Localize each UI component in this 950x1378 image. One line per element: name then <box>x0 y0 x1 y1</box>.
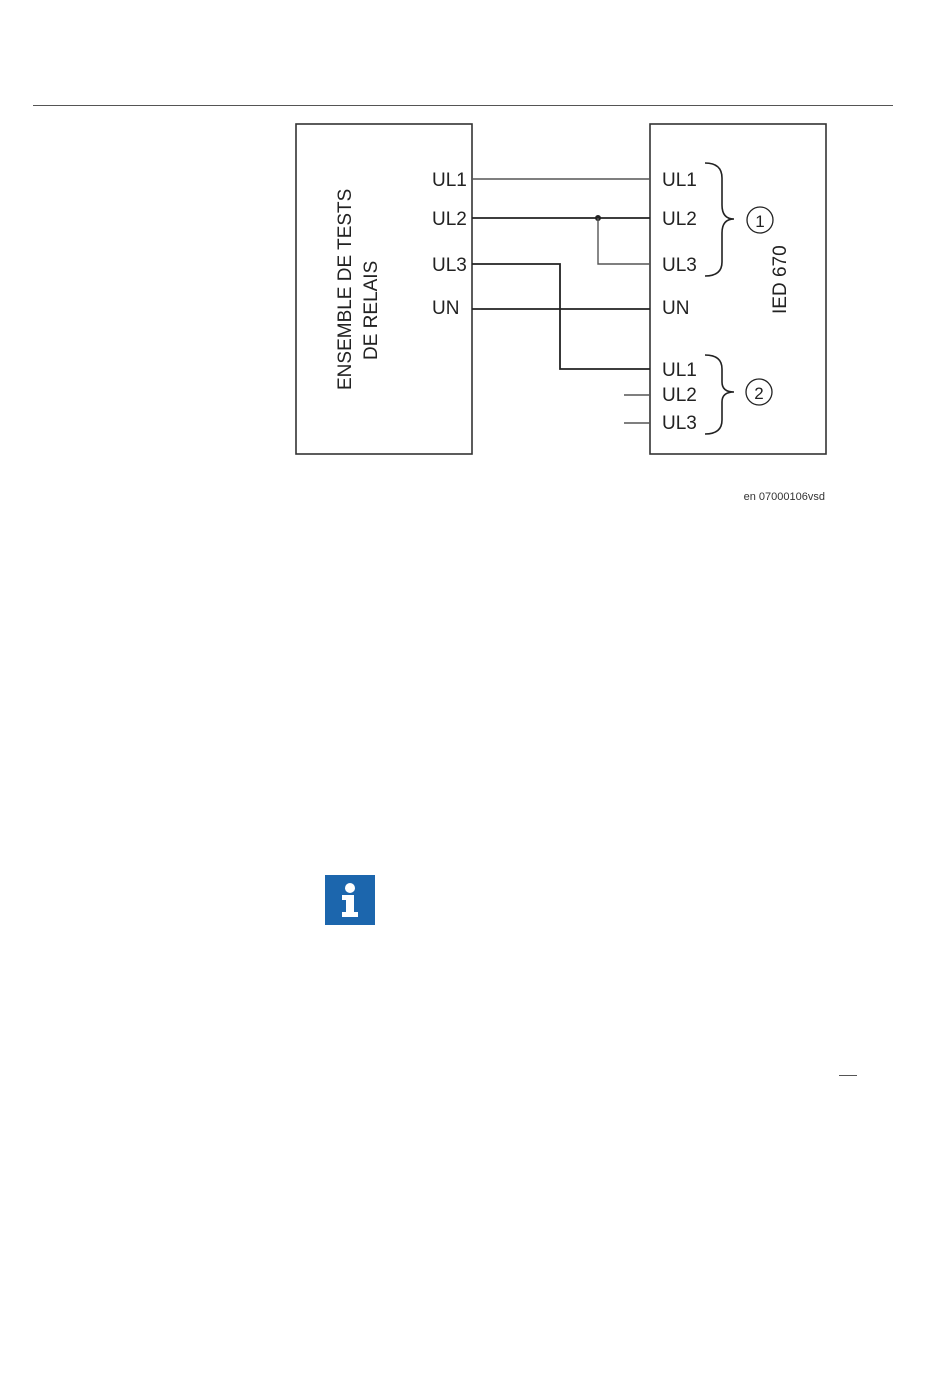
ied-group2-ul1: UL1 <box>662 360 697 381</box>
test-set-terminal-ul1: UL1 <box>432 170 467 191</box>
wiring-diagram: ENSEMBLE DE TESTS DE RELAIS UL1 UL2 UL3 … <box>0 0 950 520</box>
callout-number-2: 2 <box>754 384 763 403</box>
test-set-label-line2: DE RELAIS <box>361 261 382 360</box>
test-set-label-line1: ENSEMBLE DE TESTS <box>335 189 356 390</box>
callout-number-1: 1 <box>755 212 764 231</box>
ied-group1-ul3: UL3 <box>662 255 697 276</box>
test-set-terminal-un: UN <box>432 298 459 319</box>
ied-neutral-un: UN <box>662 298 689 319</box>
test-set-terminal-ul2: UL2 <box>432 209 467 230</box>
figure-id: en 07000106vsd <box>744 491 825 503</box>
brace-group1 <box>705 163 734 276</box>
info-icon <box>325 875 375 925</box>
ied-group2-ul3: UL3 <box>662 413 697 434</box>
ied-label: IED 670 <box>770 245 791 314</box>
wire-ul3-to-group2-ul1 <box>472 264 650 369</box>
ied-group1-ul2: UL2 <box>662 209 697 230</box>
test-set-terminal-ul3: UL3 <box>432 255 467 276</box>
margin-change-mark <box>839 1075 857 1076</box>
brace-group2 <box>705 355 734 434</box>
wire-ul2-to-ul3 <box>598 218 650 264</box>
ied-group2-ul2: UL2 <box>662 385 697 406</box>
ied-group1-ul1: UL1 <box>662 170 697 191</box>
